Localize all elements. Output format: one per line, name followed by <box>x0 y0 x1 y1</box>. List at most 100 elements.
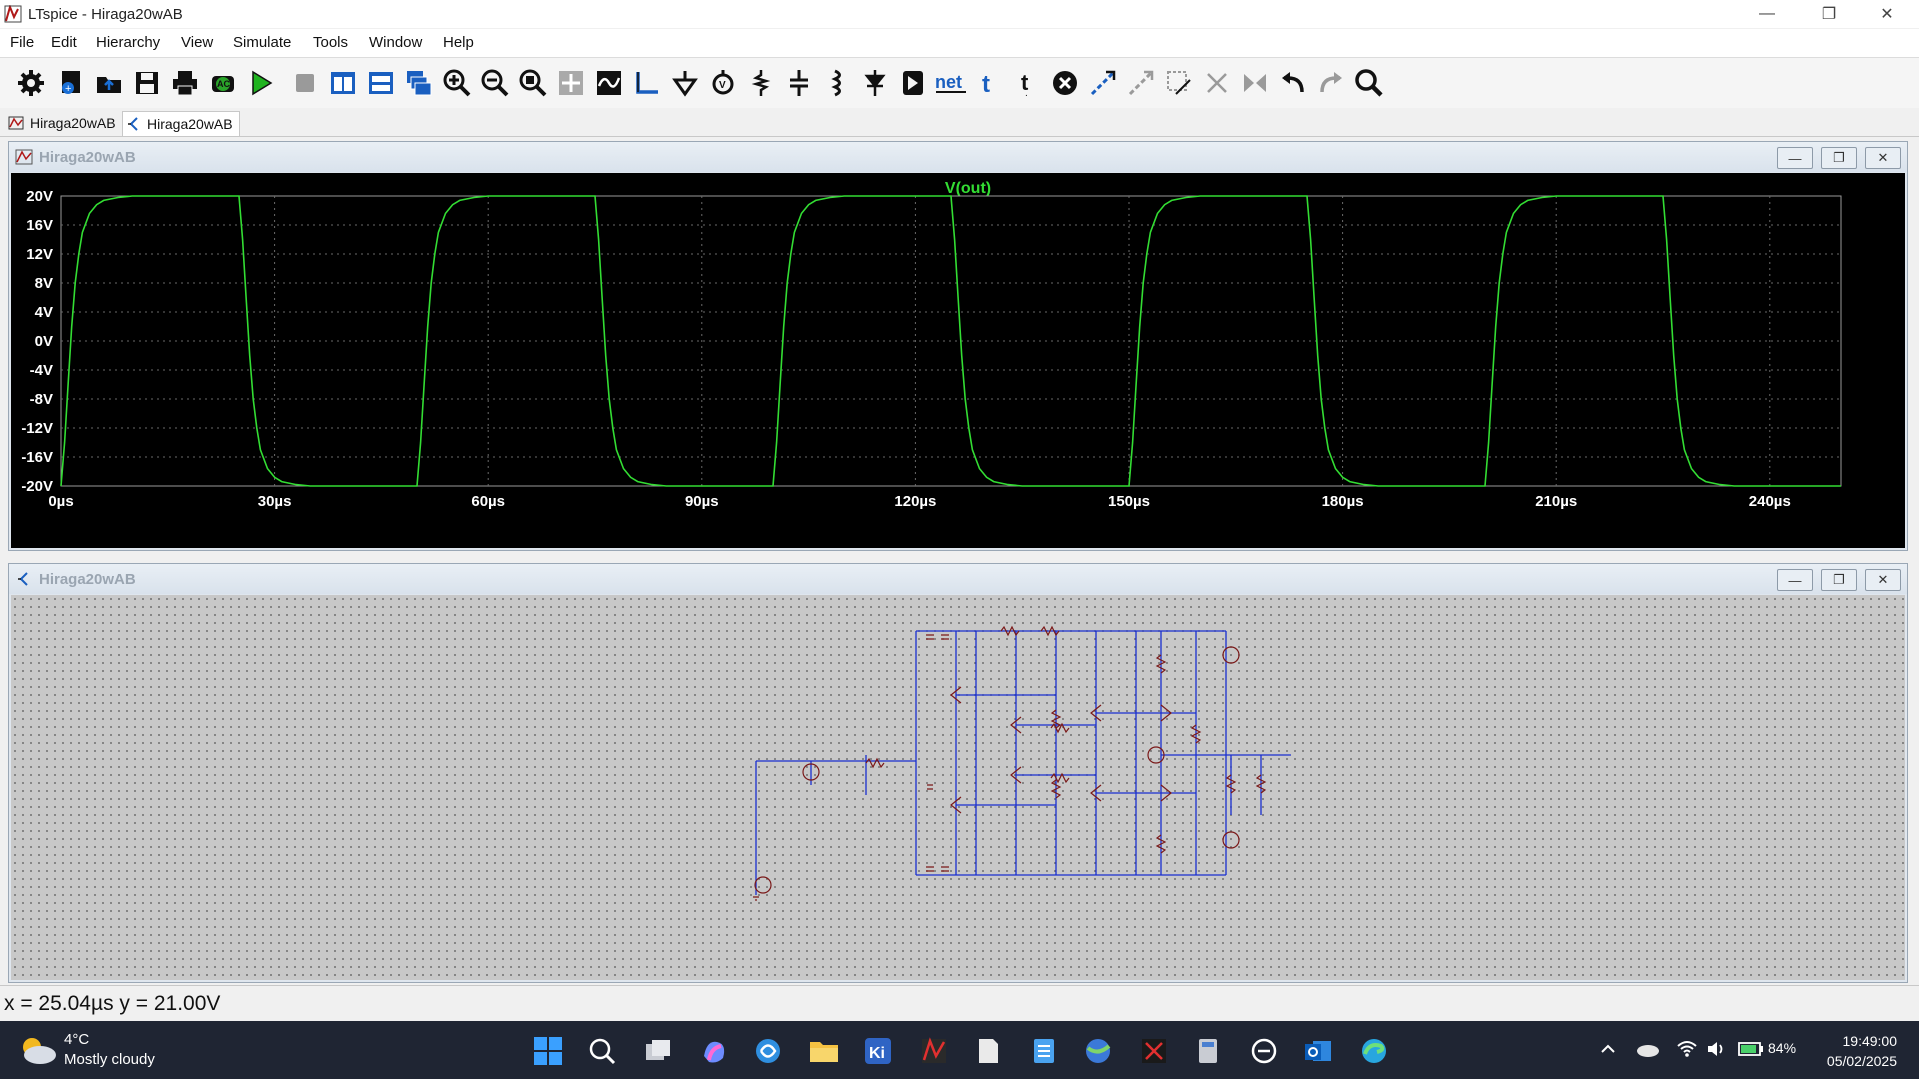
inductor-icon[interactable] <box>820 66 854 100</box>
wifi-icon[interactable] <box>1676 1038 1698 1058</box>
outlook-icon[interactable] <box>1298 1031 1338 1071</box>
resistor-icon[interactable] <box>744 66 778 100</box>
capacitor-icon[interactable] <box>782 66 816 100</box>
duplicate-icon[interactable] <box>1086 66 1120 100</box>
menu-tools[interactable]: Tools <box>313 34 349 51</box>
menu-view[interactable]: View <box>181 34 214 51</box>
tab-waveform[interactable]: Hiraga20wAB <box>4 111 122 135</box>
ac-analysis-icon[interactable]: AC <box>206 66 240 100</box>
task-view-icon[interactable] <box>638 1031 678 1071</box>
menu-hierarchy[interactable]: Hierarchy <box>96 34 161 51</box>
ltspice-icon[interactable] <box>914 1031 954 1071</box>
battery-icon[interactable] <box>1738 1041 1764 1057</box>
menu-bar: File Edit Hierarchy View Simulate Tools … <box>0 29 1919 58</box>
find-icon[interactable] <box>1352 66 1386 100</box>
clock-date: 05/02/2025 <box>1826 1053 1897 1069</box>
autorange-icon[interactable] <box>592 66 626 100</box>
trace-label-vout[interactable]: V(out) <box>945 180 991 197</box>
copilot-icon[interactable] <box>694 1031 734 1071</box>
menu-edit[interactable]: Edit <box>51 34 77 51</box>
component-icon[interactable] <box>896 66 930 100</box>
clock-time: 19:49:00 <box>1842 1033 1898 1049</box>
edge-icon[interactable] <box>1354 1031 1394 1071</box>
mirror-icon[interactable] <box>1238 66 1272 100</box>
halt-icon[interactable] <box>288 66 322 100</box>
ground-icon[interactable] <box>668 66 702 100</box>
spice-directive-icon[interactable]: t. <box>1010 66 1044 100</box>
chevron-up-icon[interactable] <box>1600 1041 1616 1057</box>
zoom-out-icon[interactable] <box>478 66 512 100</box>
zoom-in-icon[interactable] <box>440 66 474 100</box>
battery-percent[interactable]: 84% <box>1768 1040 1797 1056</box>
file-explorer-icon[interactable] <box>804 1031 844 1071</box>
x-tick-label: 240µs <box>1749 493 1791 510</box>
text-icon[interactable]: t <box>972 66 1006 100</box>
x-tick-label: 120µs <box>894 493 936 510</box>
waveform-plot[interactable]: V(out) 20V16V12V8V4V0V-4V-8V-12V-16V-20V… <box>11 173 1905 548</box>
x-tick-label: 60µs <box>471 493 505 510</box>
gear-icon[interactable] <box>14 66 48 100</box>
drag-icon[interactable] <box>1162 66 1196 100</box>
pan-icon[interactable] <box>554 66 588 100</box>
waveform-close-button[interactable]: ✕ <box>1865 147 1901 169</box>
run-icon[interactable] <box>244 66 278 100</box>
weather-description[interactable]: Mostly cloudy <box>64 1051 155 1068</box>
wire-icon[interactable] <box>630 66 664 100</box>
save-icon[interactable] <box>130 66 164 100</box>
waveform-minimize-button[interactable]: — <box>1777 147 1813 169</box>
print-icon[interactable] <box>168 66 202 100</box>
schematic-close-button[interactable]: ✕ <box>1865 569 1901 591</box>
schematic-minimize-button[interactable]: — <box>1777 569 1813 591</box>
close-button[interactable]: ✕ <box>1880 6 1894 23</box>
browser-icon[interactable] <box>1078 1031 1118 1071</box>
undo-icon[interactable] <box>1276 66 1310 100</box>
svg-text:V: V <box>719 80 726 91</box>
diode-icon[interactable] <box>858 66 892 100</box>
rotate-icon[interactable] <box>1200 66 1234 100</box>
svg-text:.: . <box>1025 88 1028 98</box>
clock[interactable]: 19:49:00 05/02/2025 <box>1827 1031 1897 1071</box>
open-icon[interactable] <box>92 66 126 100</box>
calculator-icon[interactable] <box>1188 1031 1228 1071</box>
redo-icon[interactable] <box>1314 66 1348 100</box>
label-net-icon[interactable]: V <box>706 66 740 100</box>
notes-icon[interactable] <box>1024 1031 1064 1071</box>
menu-help[interactable]: Help <box>443 34 474 51</box>
minimize-button[interactable]: — <box>1759 5 1775 22</box>
tab-schematic[interactable]: Hiraga20wAB <box>122 111 240 136</box>
svg-text:net: net <box>935 72 962 92</box>
cascade-icon[interactable] <box>402 66 436 100</box>
restore-button[interactable]: ❐ <box>1821 6 1837 23</box>
app-icon[interactable] <box>748 1031 788 1071</box>
net-label-icon[interactable]: net <box>934 66 968 100</box>
waveform-restore-button[interactable]: ❐ <box>1821 147 1857 169</box>
trace-vout <box>60 195 1841 487</box>
schematic-restore-button[interactable]: ❐ <box>1821 569 1857 591</box>
x-tick-label: 180µs <box>1322 493 1364 510</box>
new-schematic-icon[interactable]: + <box>54 66 88 100</box>
delete-icon[interactable] <box>1048 66 1082 100</box>
onedrive-icon[interactable] <box>1636 1041 1660 1057</box>
notepad-icon[interactable] <box>968 1031 1008 1071</box>
vpn-icon[interactable] <box>1244 1031 1284 1071</box>
schematic-drawing[interactable] <box>11 595 1905 980</box>
x-tick-label: 30µs <box>258 493 292 510</box>
tile-vertical-icon[interactable] <box>326 66 360 100</box>
menu-window[interactable]: Window <box>369 34 423 51</box>
y-tick-label: 4V <box>35 304 53 321</box>
search-icon[interactable] <box>582 1031 622 1071</box>
weather-temp[interactable]: 4°C <box>64 1031 90 1048</box>
menu-file[interactable]: File <box>10 34 35 51</box>
start-icon[interactable] <box>528 1031 568 1071</box>
tile-horizontal-icon[interactable] <box>364 66 398 100</box>
move-icon[interactable] <box>1124 66 1158 100</box>
menu-simulate[interactable]: Simulate <box>233 34 292 51</box>
snipping-tool-icon[interactable] <box>1134 1031 1174 1071</box>
kicad-icon[interactable]: Ki <box>858 1031 898 1071</box>
volume-icon[interactable] <box>1706 1039 1726 1059</box>
schematic-canvas[interactable] <box>11 595 1905 980</box>
weather-icon[interactable] <box>18 1033 58 1067</box>
zoom-fit-icon[interactable] <box>516 66 550 100</box>
